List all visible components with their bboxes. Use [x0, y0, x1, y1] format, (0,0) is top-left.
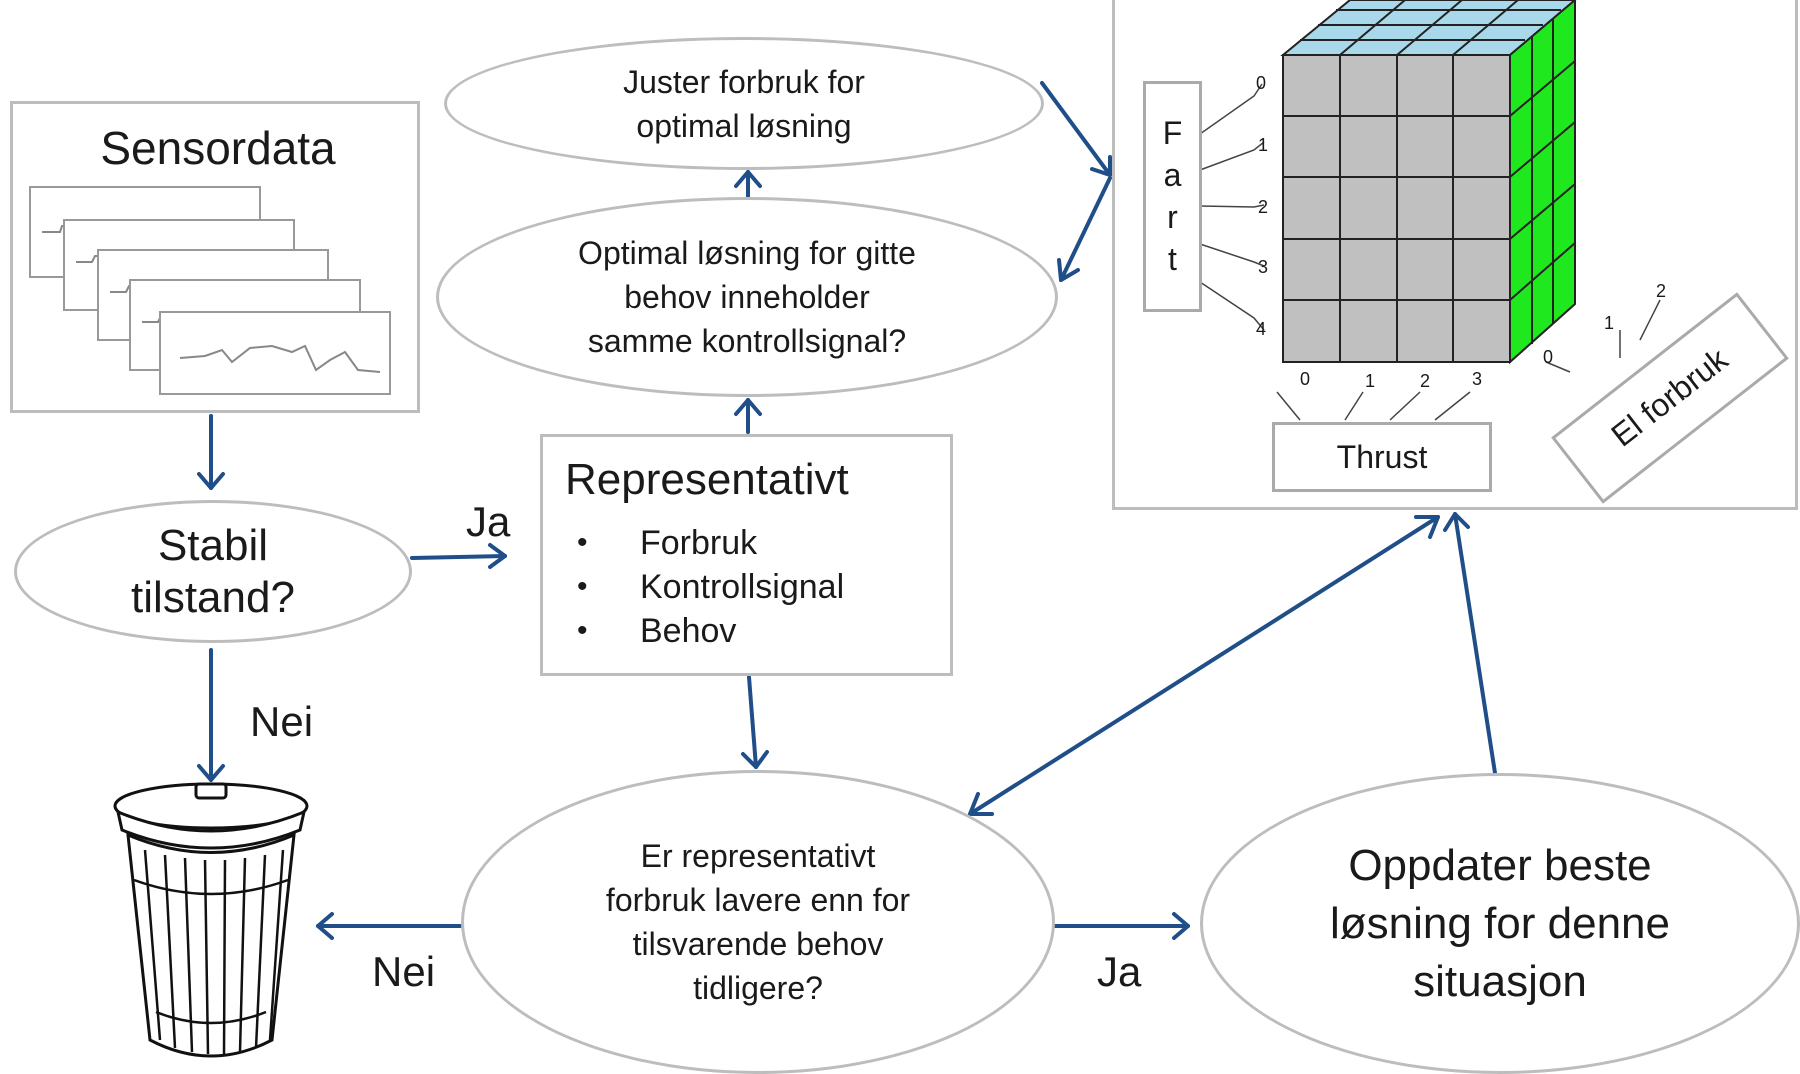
thrust-axis-label: Thrust — [1272, 422, 1492, 492]
representative-list: Forbruk Kontrollsignal Behov — [565, 521, 844, 653]
fart-tick-2: 2 — [1258, 197, 1269, 217]
edge-label-ja-lower: Ja — [1097, 948, 1142, 995]
arrow-stable-to-representative — [410, 543, 507, 569]
arrow-optimal-to-adjust — [734, 170, 762, 198]
fart-tick-1: 1 — [1258, 135, 1269, 155]
representative-node: Representativt Forbruk Kontrollsignal Be… — [540, 434, 953, 676]
lower-line2: forbruk lavere enn for — [605, 882, 911, 918]
arrows — [197, 81, 1497, 940]
fart-letter-f: F — [1162, 115, 1183, 151]
representative-item-behov: Behov — [565, 609, 844, 653]
adjust-line2: optimal løsning — [636, 107, 852, 144]
optimal-line3: samme kontrollsignal? — [587, 323, 907, 359]
arrow-cube-lower-double — [968, 515, 1440, 816]
representative-item-kontrollsignal: Kontrollsignal — [565, 565, 844, 609]
optimal-line1: Optimal løsning for gitte — [578, 235, 916, 271]
optimal-solution-decision: Optimal løsning for gitte behov innehold… — [436, 197, 1058, 397]
adjust-line1: Juster forbruk for — [623, 63, 865, 100]
cube-side-face — [1509, 0, 1576, 365]
fart-letter-r: r — [1167, 199, 1178, 235]
arrow-lower-to-update — [1053, 912, 1190, 940]
update-line3: situasjon — [1413, 956, 1587, 1006]
lower-line4: tidligere? — [693, 970, 823, 1006]
arrow-lower-to-trash — [316, 912, 462, 940]
fart-letter-a: a — [1163, 157, 1182, 193]
el-tick-2: 2 — [1656, 281, 1667, 301]
stable-state-decision: Stabil tilstand? — [14, 500, 412, 643]
lower-line1: Er representativt — [640, 838, 876, 874]
edge-label-ja-stable: Ja — [466, 498, 511, 545]
arrow-update-to-cube — [1443, 512, 1497, 775]
representative-title: Representativt — [565, 455, 849, 504]
arrow-cube-to-optimal — [1057, 176, 1112, 282]
fart-tick-0: 0 — [1256, 73, 1267, 93]
arrow-sensor-to-stable — [197, 414, 225, 490]
stable-state-line2: tilstand? — [131, 572, 295, 622]
arrow-representative-to-optimal — [734, 398, 762, 434]
stable-state-line1: Stabil — [157, 520, 269, 570]
update-line2: løsning for denne — [1330, 898, 1670, 948]
sensordata-title: Sensordata — [100, 122, 336, 174]
adjust-consumption-node: Juster forbruk for optimal løsning — [444, 37, 1044, 170]
edge-label-nei-lower: Nei — [372, 948, 436, 995]
sensordata-node: Sensordata — [10, 101, 420, 413]
representative-item-forbruk: Forbruk — [565, 521, 844, 565]
trash-can-icon — [113, 782, 309, 1058]
edge-label-nei-stable: Nei — [250, 698, 314, 745]
lower-line3: tilsvarende behov — [632, 926, 884, 962]
update-line1: Oppdater beste — [1348, 840, 1652, 890]
thrust-tick-2: 2 — [1420, 371, 1431, 391]
el-tick-0: 0 — [1543, 347, 1554, 367]
arrow-adjust-to-cube — [1040, 81, 1112, 177]
sensor-chart-stack — [29, 186, 391, 395]
arrow-representative-to-lower — [741, 675, 769, 769]
cube-panel — [1112, 0, 1798, 510]
lower-consumption-decision: Er representativt forbruk lavere enn for… — [461, 770, 1055, 1074]
sensor-chart-5 — [159, 311, 391, 395]
thrust-label-text: Thrust — [1336, 439, 1428, 475]
fart-axis-label: F a r t — [1143, 81, 1202, 312]
thrust-tick-0: 0 — [1300, 369, 1311, 389]
thrust-tick-3: 3 — [1472, 369, 1483, 389]
optimal-line2: behov inneholder — [624, 279, 870, 315]
cube-figure — [1199, 0, 1661, 421]
el-tick-1: 1 — [1604, 313, 1615, 333]
thrust-tick-1: 1 — [1365, 371, 1376, 391]
update-best-node: Oppdater beste løsning for denne situasj… — [1200, 773, 1800, 1074]
fart-tick-4: 4 — [1256, 319, 1267, 339]
fart-letter-t: t — [1168, 241, 1177, 277]
fart-tick-3: 3 — [1258, 257, 1269, 277]
arrow-stable-to-trash — [197, 648, 225, 782]
